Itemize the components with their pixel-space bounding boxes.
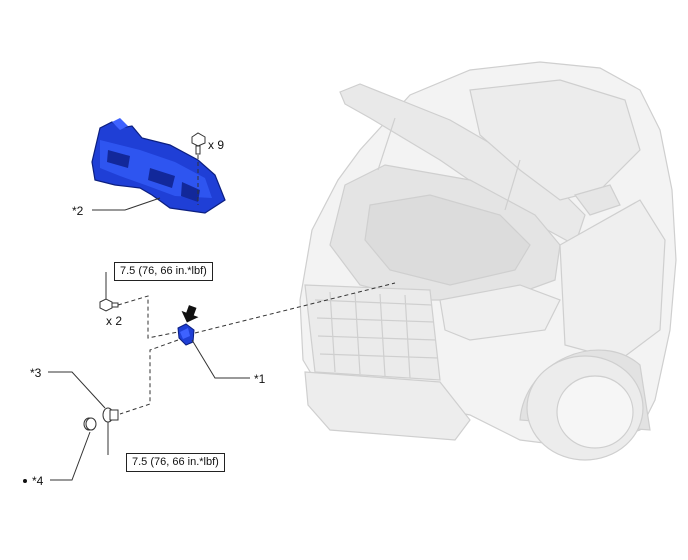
leader-part4 [50, 431, 91, 481]
nut-icon [102, 407, 119, 423]
install-guide-line [194, 282, 396, 334]
bolt-icon [99, 298, 119, 312]
leader-part1 [191, 339, 250, 379]
upper-cover-part [91, 118, 226, 214]
bolt-guide-line [117, 295, 179, 339]
bullet-marker [23, 479, 27, 483]
torque-spec-upper: 7.5 (76, 66 in.*lbf) [114, 262, 213, 281]
clip-quantity: x 9 [208, 138, 225, 152]
torque-spec-lower: 7.5 (76, 66 in.*lbf) [126, 453, 225, 472]
leader-part2 [92, 197, 161, 211]
vehicle-body [299, 61, 677, 461]
callout-part2: *2 [72, 204, 84, 218]
bolt-quantity: x 2 [106, 314, 123, 328]
callout-part3: *3 [30, 366, 42, 380]
direction-arrow-icon [181, 305, 199, 323]
callout-part4: *4 [32, 474, 44, 488]
nut-guide-line [119, 339, 179, 415]
bracket-part [177, 323, 195, 346]
washer-icon [83, 417, 97, 431]
clip-icon [191, 132, 206, 155]
callout-part1: *1 [254, 372, 266, 386]
leader-part3 [48, 371, 106, 409]
